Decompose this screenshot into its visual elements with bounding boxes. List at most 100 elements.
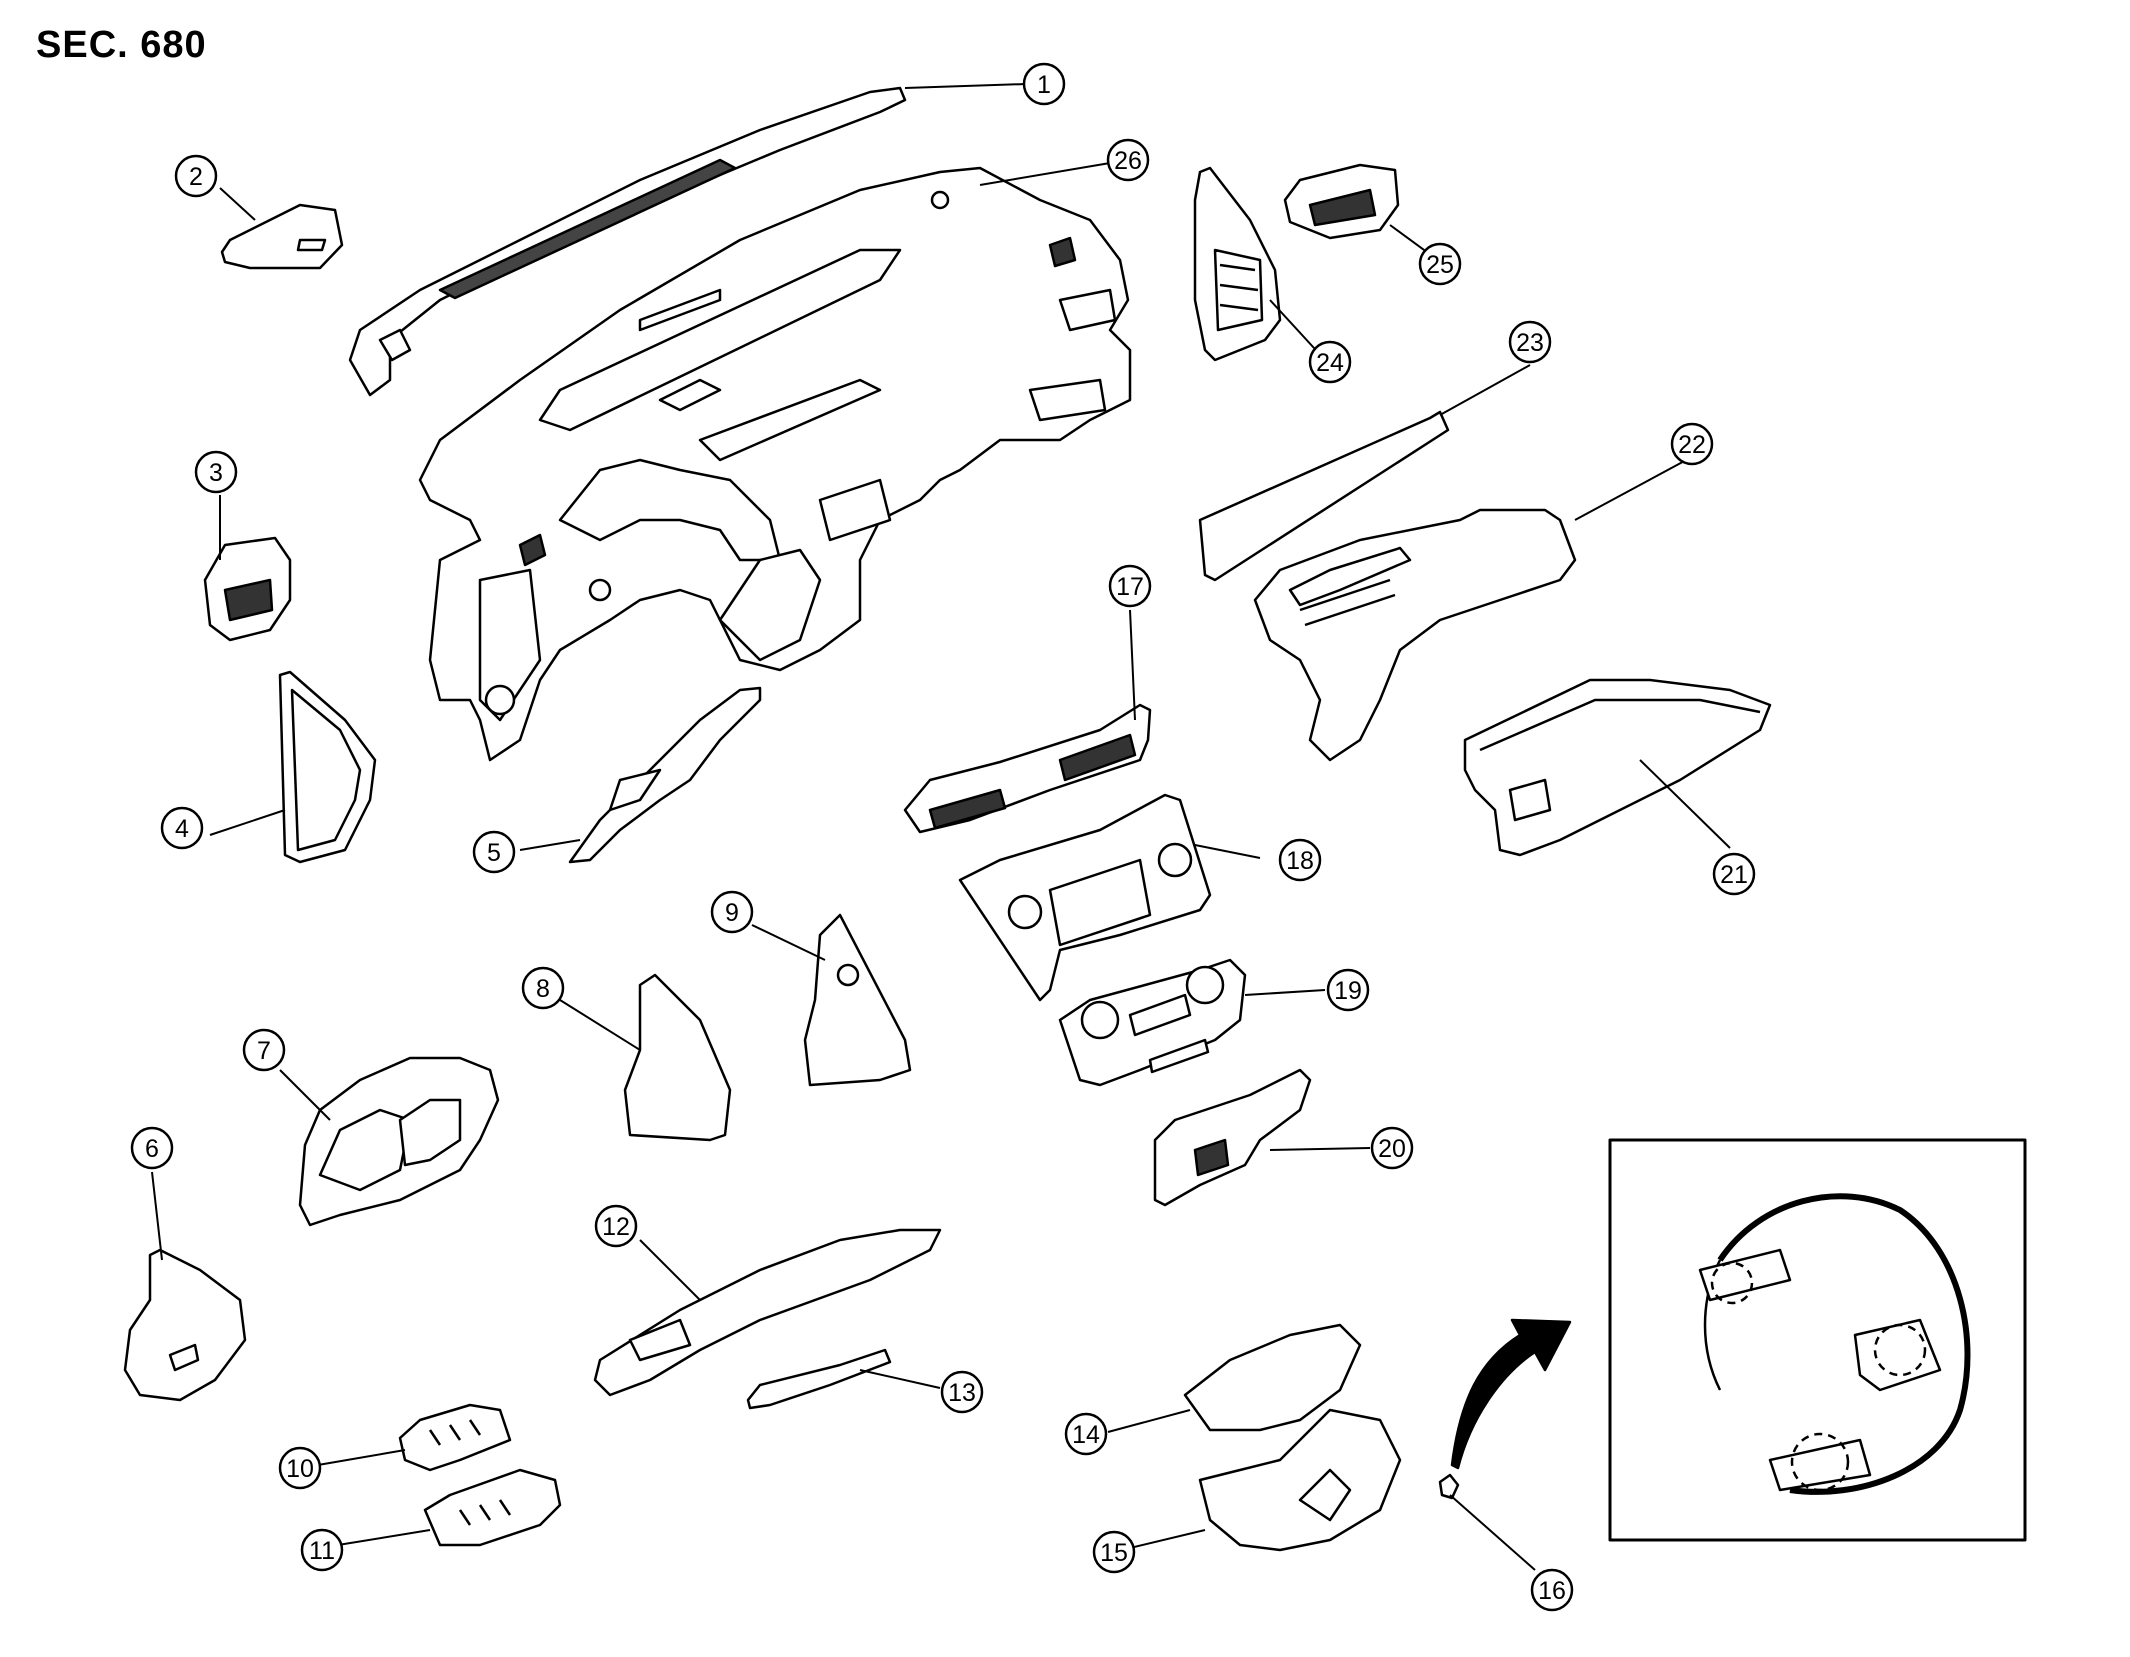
part-center-vent [903, 703, 1152, 834]
callout-26: 26 [1106, 138, 1150, 182]
callout-7: 7 [242, 1028, 286, 1072]
callout-circle [278, 1446, 322, 1490]
part-climate-control [1058, 958, 1247, 1087]
callout-24: 24 [1308, 340, 1352, 384]
callout-circle [160, 806, 204, 850]
callout-number: 11 [309, 1537, 335, 1565]
callout-number: 22 [1678, 431, 1706, 459]
callout-number: 24 [1316, 349, 1344, 377]
part-lower-cover [593, 1228, 942, 1397]
callout-circle [1278, 838, 1322, 882]
callout-circle [472, 830, 516, 874]
callout-circle [300, 1528, 344, 1572]
part-side-panel [1193, 166, 1282, 362]
callout-number: 12 [602, 1213, 630, 1241]
part-left-vent [203, 536, 292, 642]
part-instrument-panel [418, 166, 1132, 762]
callout-circle [1022, 62, 1066, 106]
callout-number: 9 [725, 899, 739, 927]
callout-circle [1108, 564, 1152, 608]
callout-19: 19 [1326, 968, 1370, 1012]
callout-6: 6 [130, 1126, 174, 1170]
callout-23: 23 [1508, 320, 1552, 364]
part-column-cover-upper [1183, 1323, 1362, 1432]
callout-circle [594, 1204, 638, 1248]
callout-17: 17 [1108, 564, 1152, 608]
callout-number: 18 [1286, 847, 1314, 875]
callout-circle [242, 1028, 286, 1072]
callout-number: 4 [175, 815, 189, 843]
callout-9: 9 [710, 890, 754, 934]
callout-21: 21 [1712, 852, 1756, 896]
arrow-to-detail [1450, 1318, 1572, 1470]
callout-4: 4 [160, 806, 204, 850]
part-clip [1438, 1473, 1460, 1500]
section-title: SEC. 680 [36, 24, 207, 66]
callout-circle [1326, 968, 1370, 1012]
callout-number: 15 [1100, 1539, 1128, 1567]
part-cover-lid [220, 203, 344, 270]
callout-20: 20 [1370, 1126, 1414, 1170]
callout-number: 5 [487, 839, 501, 867]
callout-circle [174, 154, 218, 198]
callout-number: 20 [1378, 1135, 1406, 1163]
part-glove-box [1463, 678, 1772, 857]
callout-number: 10 [286, 1455, 314, 1483]
callout-number: 14 [1072, 1421, 1100, 1449]
callout-number: 19 [1334, 977, 1362, 1005]
callout-circle [194, 450, 238, 494]
callout-circle [1092, 1530, 1136, 1574]
callout-number: 17 [1116, 573, 1144, 601]
callout-5: 5 [472, 830, 516, 874]
callout-circle [1508, 320, 1552, 364]
callout-25: 25 [1418, 242, 1462, 286]
callout-number: 25 [1426, 251, 1454, 279]
callout-number: 16 [1538, 1577, 1566, 1605]
part-cluster-lid [298, 1056, 500, 1227]
part-lower-trim-strip [568, 686, 762, 864]
callout-circle [1064, 1412, 1108, 1456]
callout-number: 21 [1720, 861, 1748, 889]
callout-number: 6 [145, 1135, 159, 1163]
callout-13: 13 [940, 1370, 984, 1414]
callout-12: 12 [594, 1204, 638, 1248]
part-switch-panel [1153, 1068, 1312, 1207]
callout-10: 10 [278, 1446, 322, 1490]
part-bracket-13 [746, 1348, 892, 1410]
callout-group: 1234567891011121314151617181920212223242… [130, 62, 1756, 1612]
callout-14: 14 [1064, 1412, 1108, 1456]
part-column-cover-lower [1198, 1408, 1402, 1552]
callout-3: 3 [194, 450, 238, 494]
part-side-vent [1283, 163, 1400, 240]
callout-number: 8 [536, 975, 550, 1003]
callout-circle [1308, 340, 1352, 384]
callout-number: 26 [1114, 147, 1142, 175]
callout-1: 1 [1022, 62, 1066, 106]
callout-circle [1712, 852, 1756, 896]
callout-number: 13 [948, 1379, 976, 1407]
callout-2: 2 [174, 154, 218, 198]
callout-8: 8 [521, 966, 565, 1010]
callout-circle [1418, 242, 1462, 286]
detail-box [1608, 1138, 2027, 1542]
callout-circle [710, 890, 754, 934]
leader-lines [151, 83, 1731, 1571]
part-center-lower-panel [1253, 508, 1577, 762]
callout-circle [1106, 138, 1150, 182]
callout-circle [1530, 1568, 1574, 1612]
callout-circle [521, 966, 565, 1010]
part-finisher-strip [1198, 410, 1450, 582]
part-lower-left-trim [123, 1248, 247, 1402]
callout-number: 2 [189, 163, 203, 191]
callout-number: 1 [1037, 71, 1051, 99]
callout-circle [130, 1126, 174, 1170]
part-display-bezel [958, 793, 1212, 1002]
part-left-trim [278, 670, 377, 864]
callout-circle [940, 1370, 984, 1414]
callout-15: 15 [1092, 1530, 1136, 1574]
callout-number: 23 [1516, 329, 1544, 357]
callout-16: 16 [1530, 1568, 1574, 1612]
callout-circle [1370, 1126, 1414, 1170]
callout-circle [1670, 422, 1714, 466]
